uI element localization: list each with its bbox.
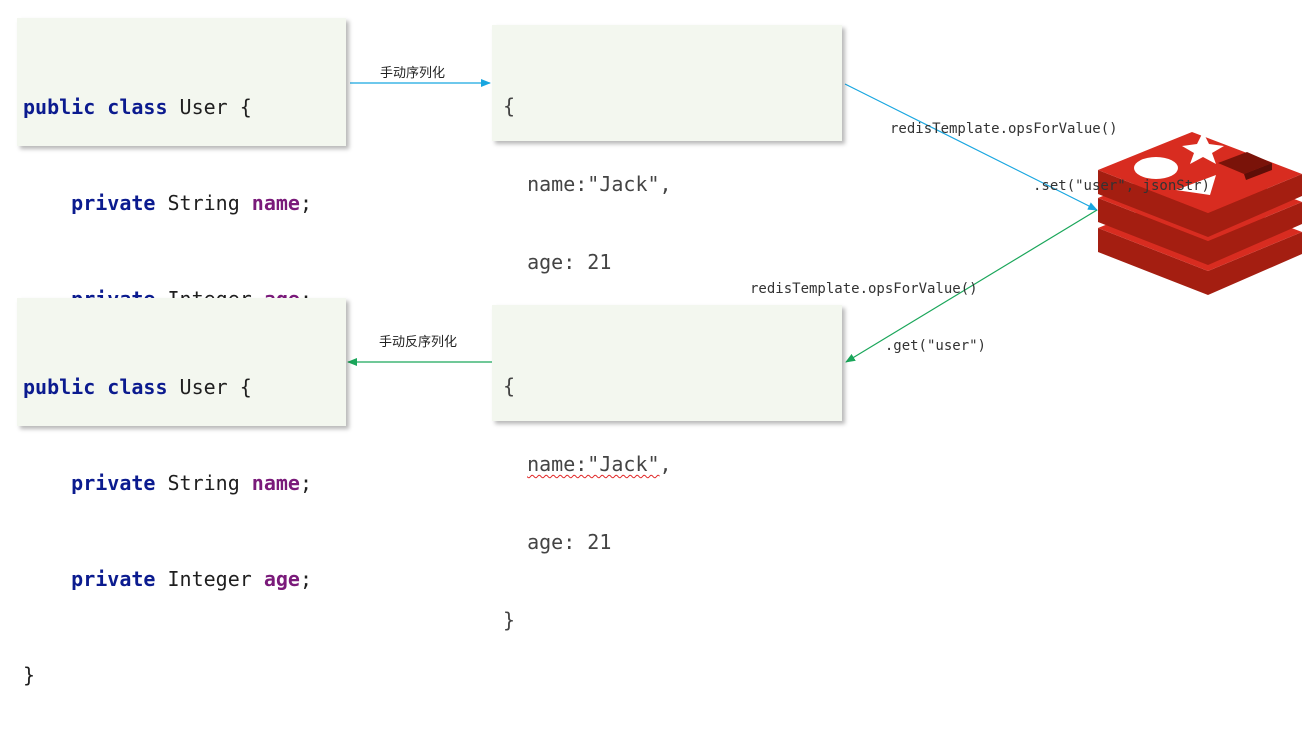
type-name: String xyxy=(155,191,252,215)
indent xyxy=(23,567,71,591)
keyword: public class xyxy=(23,375,168,399)
semicolon: ; xyxy=(299,191,313,215)
json-box-top: { name:"Jack", age: 21 } xyxy=(492,25,842,352)
set-command-line2: .set("user", jsonStr) xyxy=(1032,178,1210,194)
code-line: } xyxy=(23,663,36,687)
type-name: String xyxy=(155,471,252,495)
get-command: redisTemplate.opsForValue() .get("user") xyxy=(740,242,986,375)
code-line: public class User { xyxy=(23,91,346,123)
json-line: { xyxy=(503,374,516,398)
json-line: { xyxy=(503,94,516,118)
java-class-box-bottom: public class User { private String name;… xyxy=(17,298,346,687)
redis-logo-icon xyxy=(1098,132,1302,295)
code-line: private String name; xyxy=(23,467,346,499)
json-line: age: 21 xyxy=(503,530,612,554)
keyword: private xyxy=(71,471,156,495)
get-command-line1: redisTemplate.opsForValue() xyxy=(750,281,978,297)
indent xyxy=(503,452,527,476)
arrows-layer xyxy=(347,79,1302,366)
semicolon: ; xyxy=(299,567,313,591)
set-arrow xyxy=(844,83,1098,211)
json-line: age: 21 xyxy=(503,250,612,274)
field-name: age xyxy=(263,567,300,591)
code-line: private Integer age; xyxy=(23,563,346,595)
indent xyxy=(23,471,71,495)
get-arrow xyxy=(845,209,1098,363)
field-name: name xyxy=(251,471,300,495)
keyword: public class xyxy=(23,95,168,119)
semicolon: ; xyxy=(299,471,313,495)
type-name: Integer xyxy=(155,567,264,591)
code-line: public class User { xyxy=(23,371,346,403)
json-line: } xyxy=(503,608,516,632)
field-name: name xyxy=(251,191,300,215)
json-line: name:"Jack", xyxy=(503,172,672,196)
code-line: private String name; xyxy=(23,187,346,219)
set-command-line1: redisTemplate.opsForValue() xyxy=(890,121,1118,137)
json-name-field: name:"Jack" xyxy=(527,452,660,476)
indent xyxy=(23,191,71,215)
serialize-label: 手动序列化 xyxy=(380,66,446,81)
comma: , xyxy=(659,452,672,476)
keyword: private xyxy=(71,567,156,591)
class-name: User { xyxy=(167,95,252,119)
keyword: private xyxy=(71,191,156,215)
set-command: redisTemplate.opsForValue() .set("user",… xyxy=(880,82,1210,215)
json-line: name:"Jack", xyxy=(503,451,842,477)
class-name: User { xyxy=(167,375,252,399)
get-command-line2: .get("user") xyxy=(884,338,986,354)
deserialize-label: 手动反序列化 xyxy=(379,335,458,350)
java-class-box-top: public class User { private String name;… xyxy=(17,18,346,407)
